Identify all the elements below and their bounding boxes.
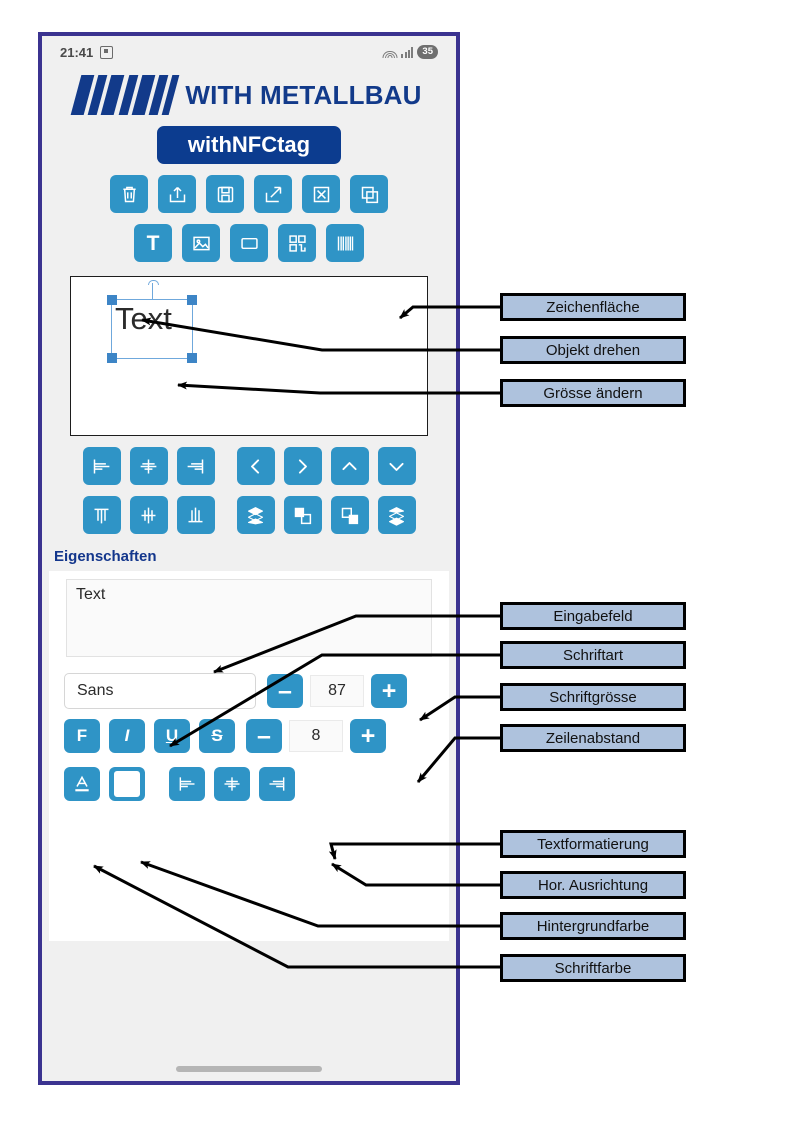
resize-handle-top-left[interactable] [107, 295, 117, 305]
text-tool-icon[interactable]: T [134, 224, 172, 262]
align-right-icon[interactable] [259, 767, 295, 801]
italic-icon[interactable]: I [109, 719, 145, 753]
callout-label: Zeichenfläche [500, 293, 686, 321]
bold-icon[interactable]: F [64, 719, 100, 753]
drawing-canvas[interactable]: Text [70, 276, 428, 436]
bring-to-front-icon[interactable] [236, 496, 275, 534]
resize-arrow-icon[interactable] [254, 175, 292, 213]
brand-header: WITH METALLBAU [42, 72, 456, 118]
phone-mockup: 21:41 35 WITH METALLBAU withNFCtag [38, 32, 460, 1085]
align-row-1 [42, 447, 456, 485]
background-color-icon[interactable] [109, 767, 145, 801]
align-right-icon[interactable] [176, 447, 215, 485]
horizontal-align-group [169, 767, 295, 801]
chevron-up-icon[interactable] [330, 447, 369, 485]
callout-label: Hintergrundfarbe [500, 912, 686, 940]
send-backward-icon[interactable] [330, 496, 369, 534]
callout-label: Textformatierung [500, 830, 686, 858]
align-left-icon[interactable] [169, 767, 205, 801]
rectangle-tool-icon[interactable] [230, 224, 268, 262]
color-row [64, 767, 434, 801]
callout-label: Schriftfarbe [500, 954, 686, 982]
barcode-tool-icon[interactable] [326, 224, 364, 262]
resize-handle-bottom-left[interactable] [107, 353, 117, 363]
status-bar-left: 21:41 [60, 44, 114, 60]
align-left-icon[interactable] [82, 447, 121, 485]
align-center-icon[interactable] [129, 447, 168, 485]
resize-handle-bottom-right[interactable] [187, 353, 197, 363]
chevron-right-icon[interactable] [283, 447, 322, 485]
save-icon[interactable] [206, 175, 244, 213]
qrcode-tool-icon[interactable] [278, 224, 316, 262]
copy-icon[interactable] [350, 175, 388, 213]
upload-icon[interactable] [158, 175, 196, 213]
status-bar: 21:41 35 [42, 36, 456, 68]
status-bar-right: 35 [382, 45, 438, 59]
screenshot-icon [100, 45, 114, 59]
align-top-icon[interactable] [82, 496, 121, 534]
align-middle-icon[interactable] [129, 496, 168, 534]
callout-label: Objekt drehen [500, 336, 686, 364]
app-title-button[interactable]: withNFCtag [157, 126, 341, 164]
callout-label: Eingabefeld [500, 602, 686, 630]
close-x-icon[interactable] [302, 175, 340, 213]
text-tool-label: T [146, 231, 160, 255]
wifi-icon [382, 47, 398, 58]
trash-icon[interactable] [110, 175, 148, 213]
image-tool-icon[interactable] [182, 224, 220, 262]
align-center-icon[interactable] [214, 767, 250, 801]
home-indicator [176, 1066, 322, 1072]
callout-label: Schriftgrösse [500, 683, 686, 711]
bring-forward-icon[interactable] [283, 496, 322, 534]
brand-name: WITH METALLBAU [185, 79, 422, 110]
clock: 21:41 [60, 44, 94, 60]
callout-label: Zeilenabstand [500, 724, 686, 752]
properties-heading: Eigenschaften [54, 548, 157, 565]
align-bottom-icon[interactable] [176, 496, 215, 534]
align-row-2 [42, 496, 456, 534]
chevron-left-icon[interactable] [236, 447, 275, 485]
callout-label: Schriftart [500, 641, 686, 669]
callout-label: Hor. Ausrichtung [500, 871, 686, 899]
callout-label: Grösse ändern [500, 379, 686, 407]
color-swatch [114, 771, 140, 797]
font-color-icon[interactable] [64, 767, 100, 801]
toolbar-row-1 [42, 175, 456, 213]
resize-handle-top-right[interactable] [187, 295, 197, 305]
signal-bars-icon [401, 46, 414, 58]
toolbar-row-2: T [42, 224, 456, 262]
send-to-back-icon[interactable] [377, 496, 416, 534]
chevron-down-icon[interactable] [377, 447, 416, 485]
battery-badge: 35 [417, 45, 438, 59]
